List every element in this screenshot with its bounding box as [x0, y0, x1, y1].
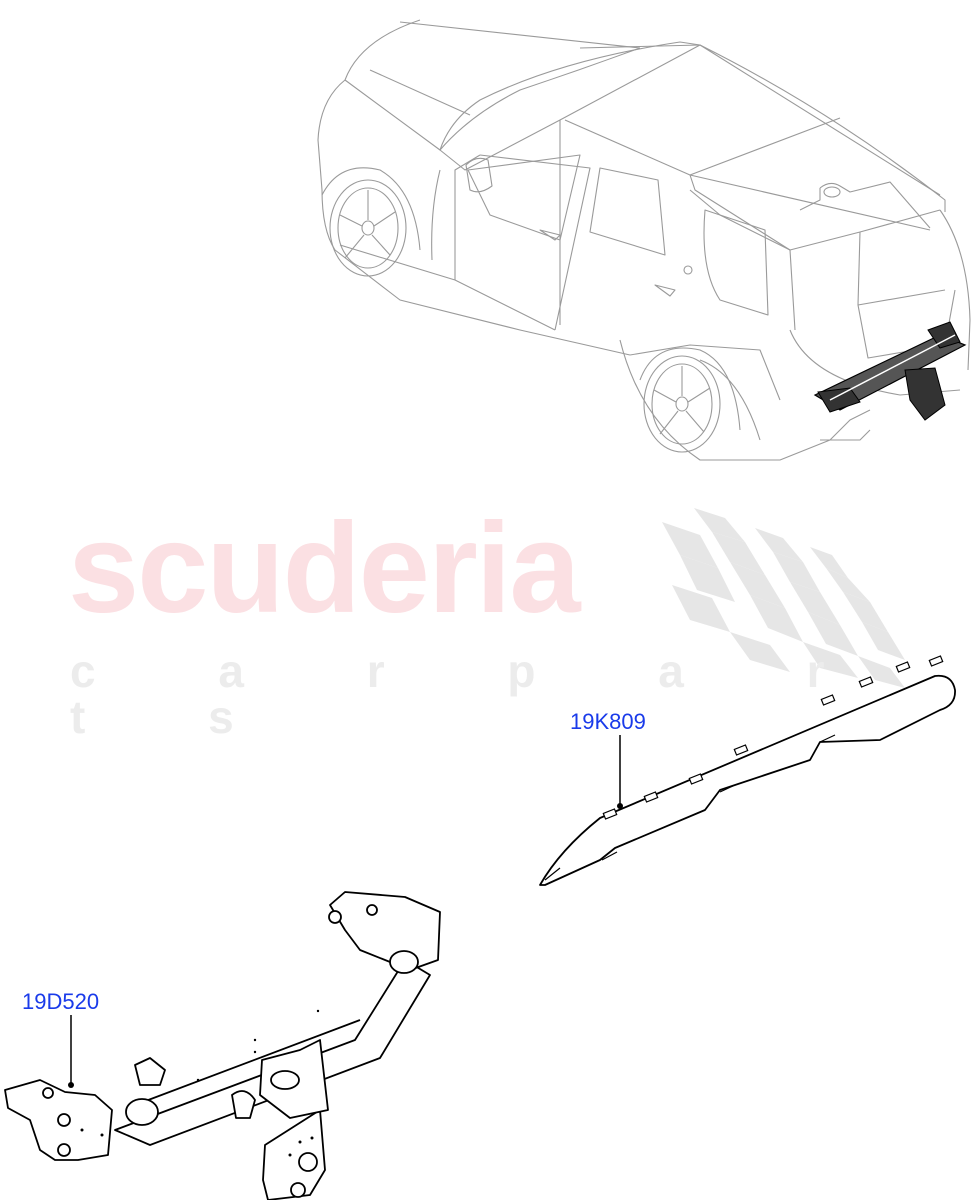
callout-19d520[interactable]: 19D520: [22, 989, 100, 1014]
watermark-brand: scuderia: [68, 497, 580, 640]
callout-leader-19d520: [68, 1015, 74, 1088]
watermark-tagline: c a r p a r t s: [70, 645, 880, 743]
callout-leader-19k809: [617, 735, 623, 809]
vehicle-towbar-highlight: [813, 321, 967, 421]
callout-19k809[interactable]: 19K809: [570, 709, 646, 734]
